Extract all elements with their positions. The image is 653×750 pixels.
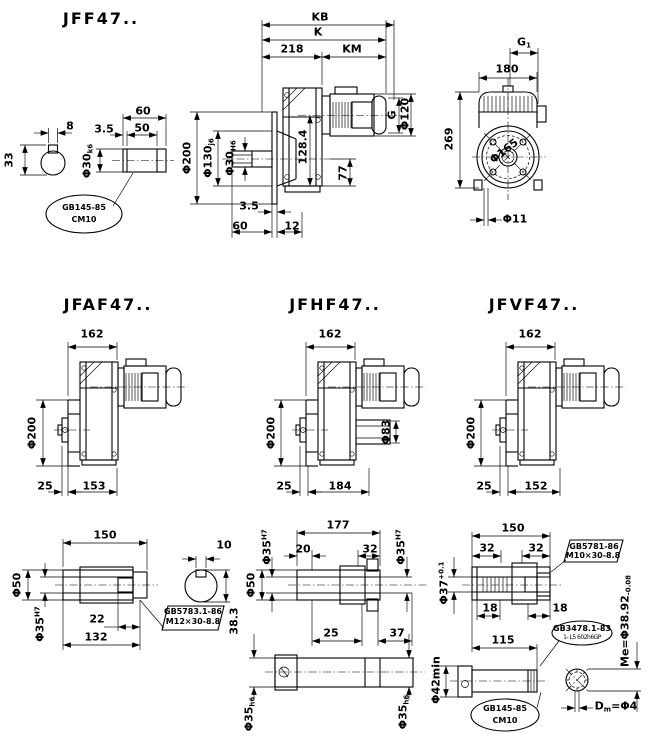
- callout-center-hole-line2: CM10: [71, 215, 97, 224]
- jfaf-dim-25: 25: [37, 479, 53, 493]
- jff-main-view-art: [190, 20, 416, 238]
- shaftb-dim-35h7-left: Φ35H7: [260, 529, 274, 565]
- jff-shaft-side-art: [45, 114, 174, 234]
- dim-bottom-12: 12: [284, 219, 300, 233]
- jfhf-dim-25: 25: [276, 479, 292, 493]
- dim-77: 77: [336, 165, 350, 181]
- shaftb-dim-35h6-left: Φ35h6: [242, 696, 257, 732]
- shaftb-dim-32: 32: [362, 542, 378, 556]
- jfvf-dim-200: Φ200: [464, 416, 478, 450]
- jfhf-dim-200: Φ200: [264, 416, 278, 450]
- callout-bolt-c-line1: GB5781-86: [569, 542, 619, 551]
- shaftc-dim-115: 115: [491, 633, 515, 647]
- jfaf-view-art: [36, 342, 189, 496]
- shaftc-dim-18b: 18: [552, 601, 568, 615]
- shaftb-dim-37: 37: [389, 626, 405, 640]
- jfaf-dim-153: 153: [82, 479, 106, 493]
- title-jfhf: JFHF47..: [289, 295, 381, 314]
- shaftc-dim-32a: 32: [479, 541, 495, 555]
- callout-spline-line1: GB3478.1-83: [553, 624, 611, 633]
- jfvf-view-art: [474, 342, 627, 496]
- shafta-dim-132: 132: [84, 630, 108, 644]
- dim-pilot-130: Φ130j6: [201, 138, 216, 178]
- dim-218: 218: [280, 42, 304, 56]
- shaftb-dim-20: 20: [295, 542, 311, 556]
- jfhf-view-art: [274, 342, 427, 496]
- shaftc-dim-18a: 18: [482, 601, 498, 615]
- jfhf-dim-162: 162: [318, 327, 342, 341]
- hollow-shaft-c-art: [440, 532, 641, 732]
- dim-shaft-60: 60: [135, 104, 151, 118]
- shafta-dim-10: 10: [216, 538, 232, 552]
- dim-bore-30: Φ30H6: [223, 140, 238, 176]
- dim-shaft-50: 50: [134, 121, 150, 135]
- dim-km: KM: [342, 42, 362, 56]
- hollow-shaft-b-art: [249, 530, 428, 700]
- shafta-dim-383: 38.3: [227, 607, 241, 635]
- jff-front-view-art: [455, 48, 547, 226]
- shaftc-dim-37: Φ37+0.1: [437, 561, 451, 605]
- jfvf-dim-152: 152: [524, 479, 548, 493]
- dim-k: K: [313, 25, 323, 39]
- dim-shaft-dia30: Φ30k6: [80, 143, 95, 179]
- dim-key-width: 8: [66, 119, 74, 133]
- shafta-dim-50: Φ50: [10, 572, 24, 598]
- title-jfvf: JFVF47..: [488, 295, 580, 314]
- dim-motor-120: Φ120: [398, 97, 412, 131]
- callout-center-hole-c-line1: GB145-85: [483, 704, 527, 713]
- callout-bolt-a-line1: GB5783.1-86: [164, 607, 222, 616]
- jfaf-dim-162: 162: [80, 327, 104, 341]
- dim-flange-200: Φ200: [180, 141, 194, 175]
- dim-section-height: 33: [2, 152, 16, 168]
- shaftb-dim-25: 25: [323, 626, 339, 640]
- callout-center-hole-c-line2: CM10: [492, 716, 518, 725]
- dim-269: 269: [442, 127, 456, 151]
- shaftb-dim-35h6-right: Φ35h6: [396, 694, 411, 730]
- shaftc-dim-me: Me=Φ38.92-0.08: [618, 575, 633, 667]
- title-jff: JFF47..: [62, 9, 140, 28]
- shaftb-dim-177: 177: [326, 518, 350, 532]
- dim-g: G: [385, 110, 399, 120]
- dim-hole-11: Φ11: [502, 212, 528, 226]
- jfaf-dim-200: Φ200: [25, 416, 39, 450]
- dim-kb: KB: [311, 10, 329, 24]
- shafta-dim-22: 22: [89, 612, 105, 626]
- dim-g1: G1: [517, 35, 531, 50]
- hollow-shaft-a-art: [22, 539, 230, 650]
- callout-center-hole-line1: GB145-85: [62, 203, 106, 212]
- shaftb-dim-35h7-right: Φ35H7: [394, 529, 408, 565]
- jfhf-dim-184: 184: [328, 479, 352, 493]
- title-jfaf: JFAF47..: [63, 295, 153, 314]
- jfvf-dim-162: 162: [518, 327, 542, 341]
- dim-1284: 128.4: [296, 129, 310, 165]
- jfvf-dim-25: 25: [476, 479, 492, 493]
- dim-bottom-60: 60: [232, 219, 248, 233]
- shaftc-dim-dm: Dm=Φ4: [594, 699, 638, 714]
- shaftc-dim-32b: 32: [528, 541, 544, 555]
- shaftb-dim-50: Φ50: [244, 572, 258, 598]
- shaftc-dim-150: 150: [501, 521, 525, 535]
- dim-bottom-35: 3.5: [239, 199, 259, 213]
- shafta-dim-35h7: Φ35H7: [33, 606, 47, 642]
- jfhf-dim-83: Φ83: [379, 419, 393, 445]
- jff-shaft-section-art: [20, 128, 72, 176]
- callout-bolt-a-line2: M12×30-8.8: [165, 617, 221, 626]
- callout-spline-line2: 1- L5 602h6GP: [563, 634, 601, 641]
- shaftc-dim-42min: Φ42min: [429, 656, 443, 704]
- callout-bolt-c-line2: M10×30-8.8: [565, 551, 621, 560]
- shafta-dim-150: 150: [93, 528, 117, 542]
- dim-180: 180: [495, 62, 519, 76]
- dim-shaft-35: 3.5: [94, 122, 114, 136]
